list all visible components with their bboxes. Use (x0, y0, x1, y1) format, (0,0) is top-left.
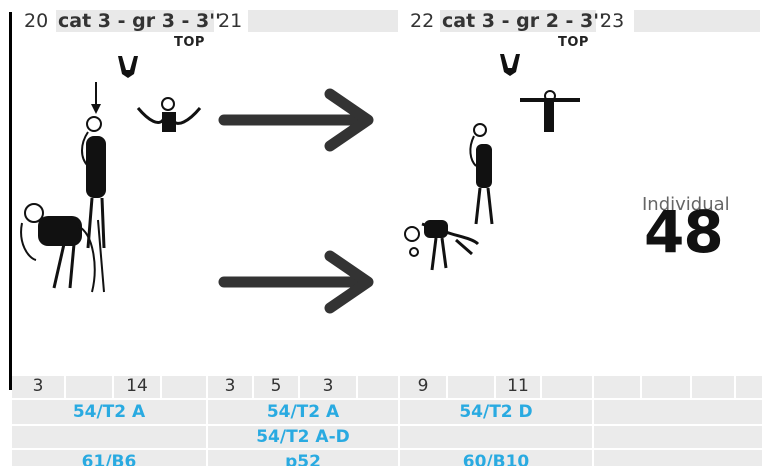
element-number-20: 20 (24, 10, 49, 32)
codes-row-3: 61/B6 p52 60/B10 (12, 450, 764, 466)
count-cell-blank (358, 376, 400, 398)
arrow-right-icon (218, 88, 374, 152)
code-cell: 54/T2 A (208, 400, 400, 424)
score-label: Individual (642, 194, 730, 215)
element-category-title-left: cat 3 - gr 3 - 3'' (56, 10, 221, 32)
counts-row: 3 14 3 5 3 9 11 (12, 376, 764, 398)
code-cell: 60/B10 (400, 450, 594, 466)
count-cell: 9 (400, 376, 448, 398)
code-cell: 61/B6 (12, 450, 208, 466)
codes-row-1: 54/T2 A 54/T2 A 54/T2 D (12, 400, 764, 424)
code-cell-blank (594, 426, 764, 448)
count-cell: 14 (114, 376, 162, 398)
top-label-right: TOP (558, 35, 589, 50)
blank-title-23 (634, 10, 760, 32)
count-cell-blank (642, 376, 692, 398)
code-cell-blank (594, 400, 764, 424)
code-cell: 54/T2 D (400, 400, 594, 424)
arrow-right-icon (218, 250, 374, 314)
count-cell: 3 (12, 376, 66, 398)
count-cell: 11 (496, 376, 542, 398)
code-cell-blank (12, 426, 208, 448)
count-cell: 5 (254, 376, 300, 398)
count-cell-blank (542, 376, 594, 398)
code-cell-blank (400, 426, 594, 448)
count-cell-blank (594, 376, 642, 398)
count-cell-blank (736, 376, 764, 398)
left-margin-rule (9, 12, 12, 390)
element-number-21: 21 (218, 10, 243, 32)
code-cell-blank (594, 450, 764, 466)
count-cell-blank (448, 376, 496, 398)
code-cell: p52 (208, 450, 400, 466)
stick-figure-drawing (20, 56, 202, 293)
element-category-title-right: cat 3 - gr 2 - 3'' (440, 10, 605, 32)
element-number-23: 23 (600, 10, 625, 32)
element-number-22: 22 (410, 10, 435, 32)
count-cell-blank (66, 376, 114, 398)
count-cell-blank (692, 376, 736, 398)
code-cell: 54/T2 A-D (208, 426, 400, 448)
count-cell-blank (162, 376, 208, 398)
codes-row-2: 54/T2 A-D (12, 426, 764, 448)
score-value: 48 (644, 198, 724, 266)
code-cell: 54/T2 A (12, 400, 208, 424)
top-label-left: TOP (174, 35, 205, 50)
blank-title-21 (248, 10, 398, 32)
stick-figure-drawing (404, 54, 580, 271)
count-cell: 3 (300, 376, 358, 398)
count-cell: 3 (208, 376, 254, 398)
